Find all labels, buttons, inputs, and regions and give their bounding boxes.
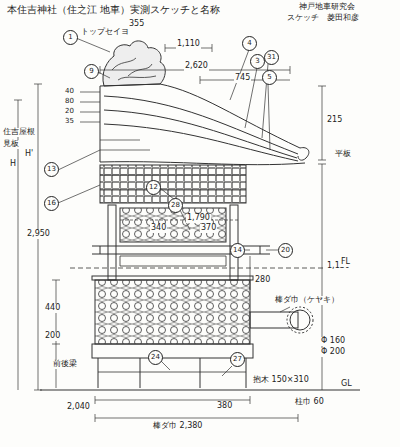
dimension-label: H' — [24, 150, 34, 159]
dimension-label: 380 — [216, 402, 233, 411]
dimension-label: Φ 160 — [320, 337, 346, 346]
callout-number: 13 — [44, 162, 59, 177]
callout-number: 27 — [230, 352, 245, 367]
dimension-label: 2,950 — [26, 230, 51, 239]
dimension-label: 355 — [128, 20, 145, 29]
title: 本住吉神社（住之江 地車）実測スケッチと名称 — [6, 4, 221, 15]
dimension-label: 1,110 — [176, 40, 201, 49]
part-name: トップセイヨ — [80, 28, 130, 37]
dimension-label: 440 — [44, 304, 61, 313]
part-name: GL — [340, 380, 353, 389]
part-name: 棒ダ巾（ケヤキ） — [274, 296, 340, 305]
callout-number: 9 — [84, 64, 99, 79]
part-name: 住吉屋根 — [2, 128, 36, 137]
callout-number: 20 — [278, 243, 293, 258]
dimension-label: 370 — [200, 224, 217, 233]
dimension-label: 35 — [64, 118, 75, 126]
part-name: 柱巾 60 — [294, 398, 325, 407]
callout-number: 4 — [242, 36, 257, 51]
part-name: 見板 — [2, 140, 20, 149]
callout-number: 24 — [148, 350, 163, 365]
dimension-label: 2,620 — [184, 62, 209, 71]
dimension-label: 340 — [150, 224, 167, 233]
dimension-label: 200 — [44, 332, 61, 341]
dimension-label: 1,790 — [186, 214, 211, 223]
dimension-label: 745 — [234, 74, 251, 83]
dimension-label: 2,040 — [66, 403, 91, 412]
callout-number: 14 — [230, 243, 245, 258]
callout-number: 16 — [44, 196, 59, 211]
callout-number: 31 — [264, 50, 279, 65]
part-name: 抱木 150×310 — [252, 376, 310, 385]
part-name: 平板 — [334, 150, 352, 159]
callout-number: 5 — [262, 70, 277, 85]
dimension-label: 40 — [64, 88, 75, 96]
dimension-label: 280 — [254, 276, 271, 285]
callout-number: 28 — [168, 198, 183, 213]
dimension-label: 80 — [64, 98, 75, 106]
part-name: FL — [340, 258, 351, 267]
part-name: 棒ダ巾 2,380 — [152, 422, 203, 431]
dimension-label: H — [9, 160, 17, 169]
part-name: スケッチ 菱田和彦 — [286, 14, 360, 23]
part-name: 前後梁 — [52, 360, 78, 369]
part-name: 神戸地車研究会 — [298, 3, 356, 12]
callout-number: 12 — [146, 180, 161, 195]
dimension-label: Φ 200 — [320, 348, 346, 357]
callout-number: 3 — [250, 54, 265, 69]
dimension-label: 20 — [64, 108, 75, 116]
callout-number: 1 — [63, 30, 78, 45]
dimension-label: 215 — [326, 116, 343, 125]
